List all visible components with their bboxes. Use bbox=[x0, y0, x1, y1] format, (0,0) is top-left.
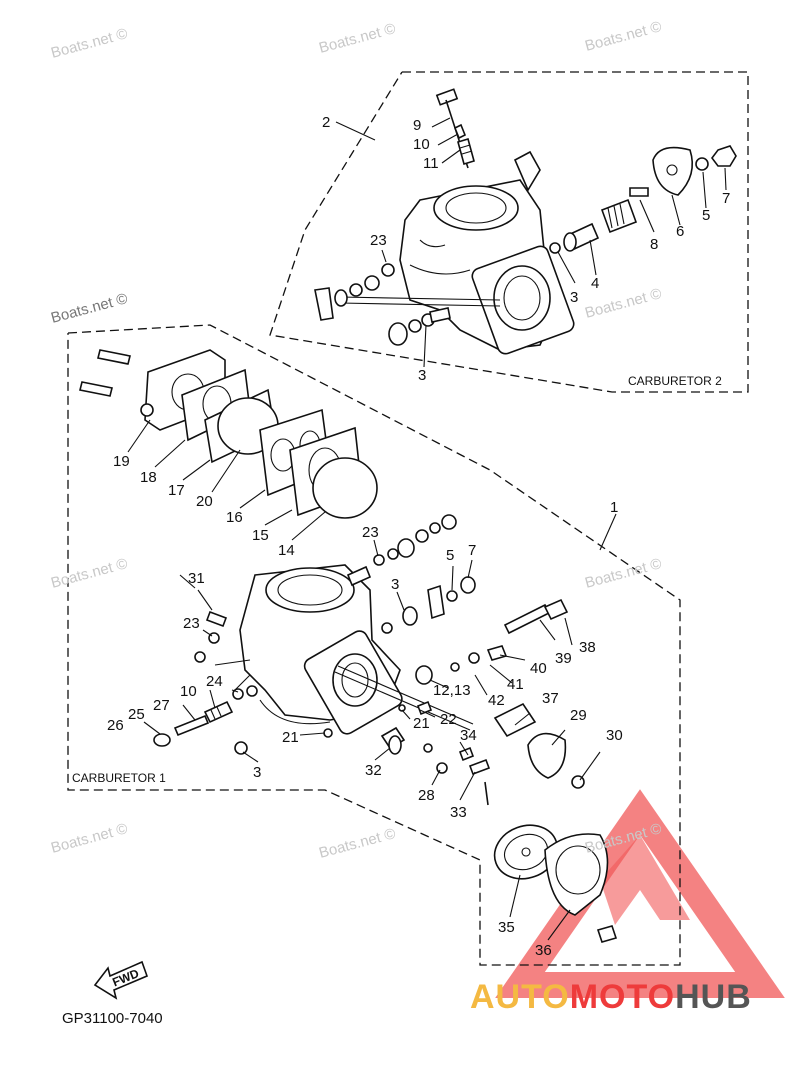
intake-plate-stack bbox=[79, 349, 378, 519]
callout-30: 30 bbox=[606, 727, 623, 744]
callout-5: 5 bbox=[446, 547, 454, 564]
callout-2: 2 bbox=[322, 114, 330, 131]
callout-34: 34 bbox=[460, 727, 477, 744]
callout-35: 35 bbox=[498, 919, 515, 936]
carburetor-2-label: CARBURETOR 2 bbox=[628, 374, 722, 388]
callout-23: 23 bbox=[362, 524, 379, 541]
callout-4: 4 bbox=[591, 275, 599, 292]
callout-28: 28 bbox=[418, 787, 435, 804]
carburetor-1-label: CARBURETOR 1 bbox=[72, 771, 166, 785]
callout-39: 39 bbox=[555, 650, 572, 667]
callout-14: 14 bbox=[278, 542, 295, 559]
callout-36: 36 bbox=[535, 942, 552, 959]
forward-arrow-icon: FWD bbox=[93, 960, 149, 1000]
callout-11: 11 bbox=[423, 155, 439, 172]
callout-1: 1 bbox=[610, 499, 618, 516]
callout-17: 17 bbox=[168, 482, 185, 499]
callout-24: 24 bbox=[206, 673, 223, 690]
callout-29: 29 bbox=[570, 707, 587, 724]
callout-16: 16 bbox=[226, 509, 243, 526]
callout-6: 6 bbox=[676, 223, 684, 240]
callout-20: 20 bbox=[196, 493, 213, 510]
callout-12-13: 12,13 bbox=[433, 682, 471, 699]
callout-26: 26 bbox=[107, 717, 124, 734]
carburetor-1-body bbox=[214, 564, 474, 735]
callout-33: 33 bbox=[450, 804, 467, 821]
callout-7: 7 bbox=[722, 190, 730, 207]
callout-9: 9 bbox=[413, 117, 421, 134]
diaphragm-cover bbox=[493, 824, 618, 943]
callout-3: 3 bbox=[418, 367, 426, 384]
callout-3: 3 bbox=[253, 764, 261, 781]
callout-31: 31 bbox=[188, 570, 205, 587]
callout-25: 25 bbox=[128, 706, 145, 723]
callout-32: 32 bbox=[365, 762, 382, 779]
carburetor-1-frame bbox=[67, 324, 681, 966]
callout-3: 3 bbox=[570, 289, 578, 306]
callout-22: 22 bbox=[440, 711, 457, 728]
callout-37: 37 bbox=[542, 690, 559, 707]
callout-10: 10 bbox=[413, 136, 430, 153]
callout-labels: 2 9 10 11 23 3 4 8 6 5 7 3 CARBURETOR 2 … bbox=[72, 114, 730, 959]
callout-5: 5 bbox=[702, 207, 710, 224]
callout-40: 40 bbox=[530, 660, 547, 677]
callout-23: 23 bbox=[183, 615, 200, 632]
callout-19: 19 bbox=[113, 453, 130, 470]
callout-27: 27 bbox=[153, 697, 170, 714]
carburetor-2-small-parts bbox=[314, 88, 737, 346]
callout-23: 23 bbox=[370, 232, 387, 249]
callout-38: 38 bbox=[579, 639, 596, 656]
callout-3: 3 bbox=[391, 576, 399, 593]
carburetor-2-body bbox=[339, 150, 575, 355]
leader-lines bbox=[127, 117, 727, 941]
automotohub-logo: AUTOMOTOHUB bbox=[470, 978, 752, 1017]
callout-7: 7 bbox=[468, 542, 476, 559]
logo-text-hub: HUB bbox=[675, 978, 752, 1016]
callout-41: 41 bbox=[507, 676, 524, 693]
callout-18: 18 bbox=[140, 469, 157, 486]
callout-21: 21 bbox=[282, 729, 299, 746]
carburetor-1-small-parts bbox=[153, 514, 585, 806]
callout-15: 15 bbox=[252, 527, 269, 544]
callout-8: 8 bbox=[650, 236, 658, 253]
carburetor-2-frame bbox=[269, 71, 749, 393]
logo-text-moto: MOTO bbox=[569, 978, 676, 1016]
callout-42: 42 bbox=[488, 692, 505, 709]
callout-10: 10 bbox=[180, 683, 197, 700]
logo-text-auto: AUTO bbox=[470, 978, 570, 1016]
callout-21: 21 bbox=[413, 715, 430, 732]
part-code: GP31100-7040 bbox=[62, 1010, 163, 1027]
